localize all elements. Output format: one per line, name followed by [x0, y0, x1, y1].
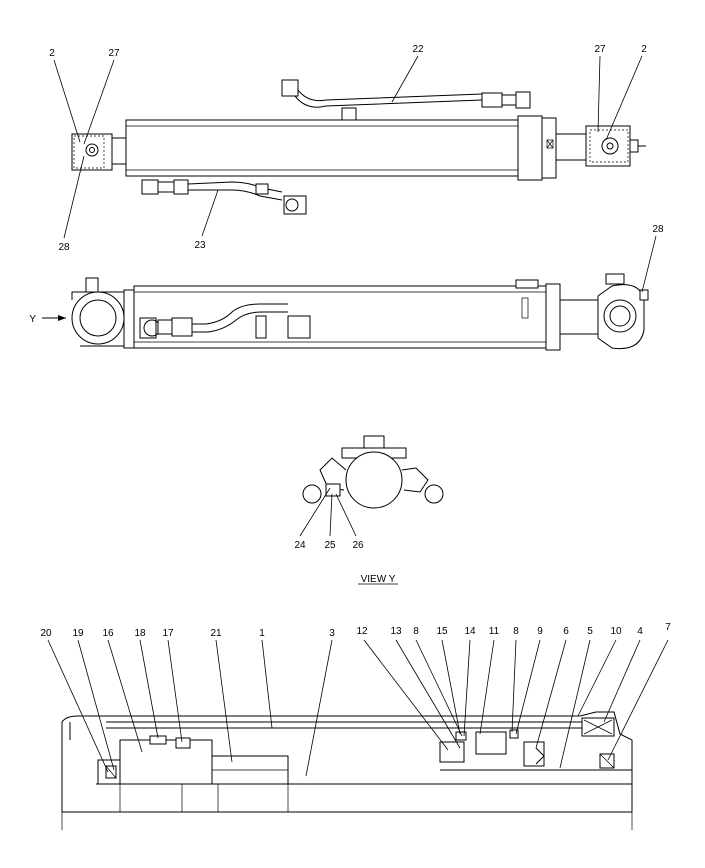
callout-9: 9	[537, 626, 543, 637]
callout-26: 26	[352, 540, 364, 551]
cylinder-top-view	[71, 79, 646, 215]
cylinder-side-view	[42, 273, 649, 351]
callout-19: 19	[72, 628, 84, 639]
callout-15: 15	[436, 626, 448, 637]
callout-27: 27	[594, 44, 606, 55]
view-y-detail	[302, 435, 444, 509]
view-y-marker: Y	[29, 314, 36, 325]
cylinder-section-view	[61, 711, 633, 830]
callout-4: 4	[637, 626, 643, 637]
view-y-caption: VIEW Y	[361, 574, 396, 585]
callout-10: 10	[610, 626, 622, 637]
callout-12: 12	[356, 626, 368, 637]
callout-8: 8	[513, 626, 519, 637]
callout-16: 16	[102, 628, 114, 639]
callout-11: 11	[489, 626, 500, 637]
callout-28: 28	[652, 224, 664, 235]
callout-14: 14	[464, 626, 476, 637]
callout-6: 6	[563, 626, 569, 637]
callout-24: 24	[294, 540, 306, 551]
callout-27: 27	[108, 48, 120, 59]
callout-3: 3	[329, 628, 335, 639]
callout-2: 2	[49, 48, 55, 59]
leader-lines	[47, 55, 669, 777]
callout-17: 17	[162, 628, 174, 639]
callout-25: 25	[324, 540, 336, 551]
callout-20: 20	[40, 628, 52, 639]
callout-28: 28	[58, 242, 70, 253]
callout-18: 18	[134, 628, 146, 639]
callout-1: 1	[259, 628, 265, 639]
callout-8: 8	[413, 626, 419, 637]
callout-23: 23	[194, 240, 206, 251]
callout-labels: 2 27 22 27 2 28 23 28 Y 24 25 26 VIEW Y …	[29, 44, 671, 639]
callout-22: 22	[412, 44, 424, 55]
callout-21: 21	[210, 628, 222, 639]
callout-7: 7	[665, 622, 671, 633]
callout-2: 2	[641, 44, 647, 55]
callout-5: 5	[587, 626, 593, 637]
callout-13: 13	[390, 626, 402, 637]
